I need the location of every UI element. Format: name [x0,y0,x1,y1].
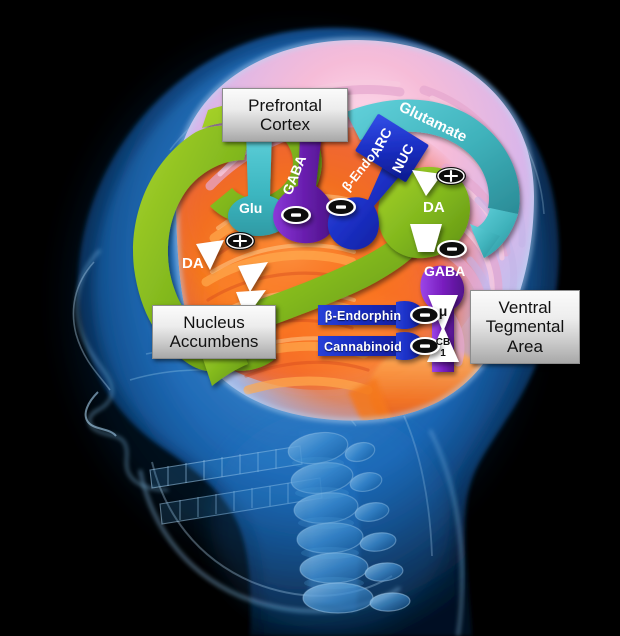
da-receptor-arrow-down [410,224,442,252]
da-receptor-triangle-left [196,240,224,270]
receptor-mu [428,295,458,332]
da-receptor-arrow-up [412,170,442,196]
marker-minus-gaba-cortex [281,206,311,224]
vta-line-1: Ventral [498,297,552,317]
marker-minus-cannabinoid [410,337,440,355]
vta-line-2: Tegmental [485,317,565,337]
da-receptor-triangle-mid [238,262,268,292]
vta-line-3: Area [507,336,543,356]
terminal-label-cannabinoid: Cannabinoid [324,340,402,354]
nac-line-1: Nucleus [183,312,245,332]
label-mu: μ [439,303,448,319]
label-cb: CB [436,337,450,348]
label-ventral-tegmental-area[interactable]: Ventral Tegmental Area [470,290,580,364]
label-gaba-vta: GABA [424,263,465,279]
receptor-cb1 [427,326,459,362]
label-da-vta: DA [423,199,445,216]
marker-minus-gaba-vta [437,240,467,258]
arc-nuc-box [355,114,429,182]
label-glu: Glu [239,200,262,216]
marker-minus-beta-endorphin [410,306,440,324]
label-da-left: DA [182,255,204,272]
pathway-da-vta-cellbody [378,166,470,259]
label-nucleus-accumbens[interactable]: Nucleus Accumbens [152,305,276,359]
label-cb1: 1 [440,348,446,359]
marker-minus-beta-endo-cortex [326,198,356,216]
pfc-line-2: Cortex [259,115,311,134]
nac-line-2: Accumbens [169,332,259,351]
pathway-beta-endo [327,150,410,250]
marker-plus-glu-nac [225,232,255,250]
marker-plus-glu-da [436,167,466,185]
label-prefrontal-cortex[interactable]: Prefrontal Cortex [222,88,348,142]
terminal-label-beta-endorphin: β-Endorphin [324,309,402,323]
pfc-line-1: Prefrontal [248,95,322,115]
